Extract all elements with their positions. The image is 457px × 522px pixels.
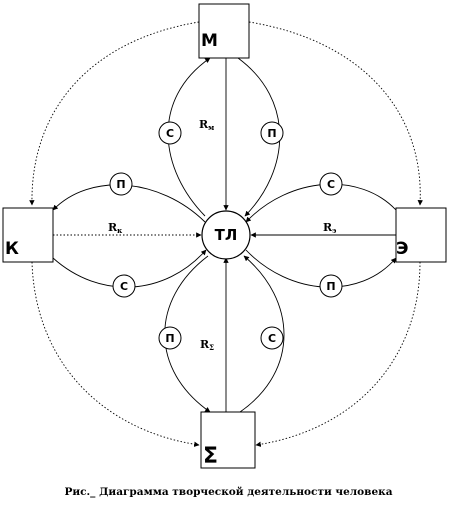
svg-text:П: П xyxy=(165,332,174,345)
r-label-bottom: RΣ xyxy=(200,338,214,352)
svg-text:С: С xyxy=(268,332,276,345)
outer-dotted-arc-bottom-left xyxy=(31,261,200,447)
marker-left-lower: С xyxy=(112,274,136,298)
node-bottom-label: Σ xyxy=(203,444,218,469)
arc-right-upper xyxy=(245,183,397,223)
r-label-left: Rк xyxy=(108,221,122,235)
marker-right-lower: П xyxy=(319,274,343,298)
svg-text:П: П xyxy=(116,178,125,191)
node-bottom: Σ xyxy=(200,411,256,469)
outer-dotted-arc-bottom-right xyxy=(255,261,421,447)
node-top: М xyxy=(198,3,250,59)
marker-left-upper: П xyxy=(109,172,133,196)
node-left: К xyxy=(2,207,54,263)
marker-bottom-left: П xyxy=(158,326,182,350)
r-label-right: Rэ xyxy=(323,221,336,235)
arc-bottom-right xyxy=(239,255,285,413)
marker-top-right: П xyxy=(260,121,284,145)
node-left-label: К xyxy=(5,239,19,259)
svg-text:П: П xyxy=(326,280,335,293)
svg-text:С: С xyxy=(327,178,335,191)
svg-text:П: П xyxy=(267,127,276,140)
svg-text:С: С xyxy=(166,127,174,140)
hub-node: ТЛ xyxy=(201,210,251,260)
svg-text:С: С xyxy=(120,280,128,293)
marker-right-upper: С xyxy=(319,172,343,196)
hub-label: ТЛ xyxy=(215,226,238,244)
r-label-top: Rм xyxy=(199,118,214,132)
figure-caption: Рис._ Диаграмма творческой деятельности … xyxy=(64,486,393,498)
node-right: Э xyxy=(395,207,447,263)
node-right-label: Э xyxy=(396,239,408,259)
marker-top-left: С xyxy=(158,121,182,145)
node-top-label: М xyxy=(201,31,218,51)
marker-bottom-right: С xyxy=(260,326,284,350)
